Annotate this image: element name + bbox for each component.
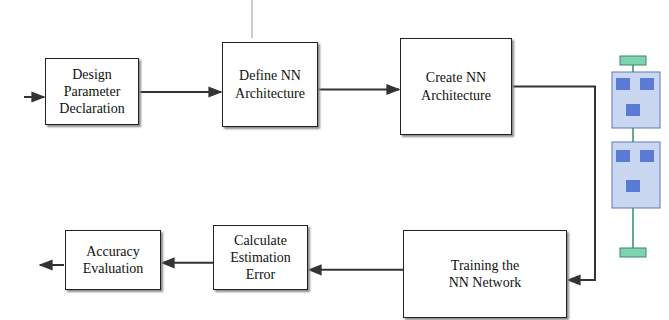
box-label: Calculate Estimation Error [220,232,301,283]
process-box: Calculate Estimation Error [213,225,308,290]
box-label: Training the NN Network [439,257,531,291]
output-arrow [40,264,64,266]
flow-arrow [162,262,213,264]
box-label: Define NN Architecture [229,67,311,101]
input-arrow [24,96,44,98]
process-box: Create NN Architecture [400,38,512,135]
process-box: Design Parameter Declaration [45,58,139,125]
process-box: Define NN Architecture [222,42,318,127]
flow-arrow [318,89,399,91]
stray-line [252,0,253,38]
process-box: Training the NN Network [403,230,567,318]
network-icon [612,56,660,257]
box-label: Design Parameter Declaration [52,66,132,117]
process-box: Accuracy Evaluation [65,230,161,290]
flow-arrow [309,269,403,271]
box-label: Create NN Architecture [411,69,501,103]
flow-arrow [139,91,221,93]
box-label: Accuracy Evaluation [72,243,154,277]
